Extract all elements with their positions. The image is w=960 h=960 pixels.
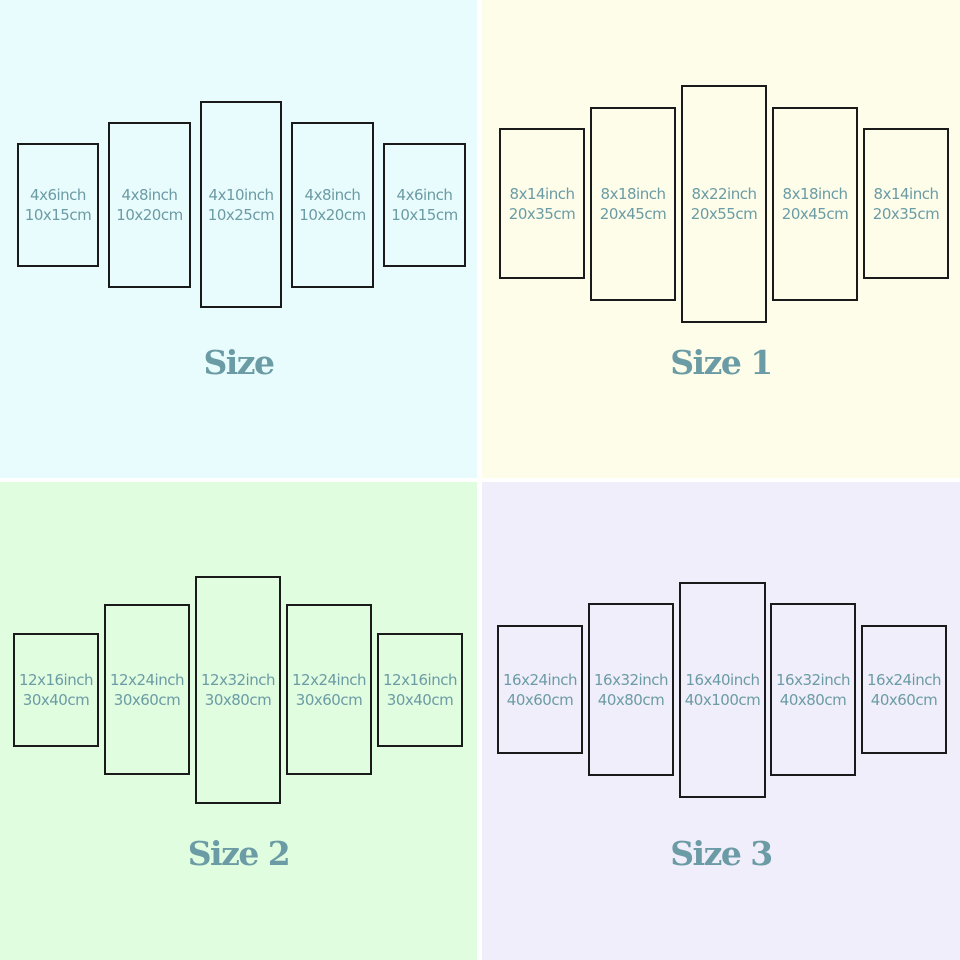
panel-cm-label: 20x35cm [508, 204, 576, 223]
canvas-panel: 16x40inch 40x100cm [679, 582, 766, 798]
panel-cm-label: 30x40cm [386, 691, 454, 709]
panel-inch-label: 12x32inch [201, 671, 275, 689]
panel-inch-label: 8x22inch [691, 185, 757, 203]
size-chart-quadrant: 4x6inch 10x15cm 4x8inch 10x20cm 4x10inch… [0, 0, 477, 478]
size-title: Size [203, 343, 275, 382]
panel-inch-label: 8x14inch [873, 184, 939, 203]
canvas-panel: 4x6inch 10x15cm [17, 143, 99, 267]
size-title: Size 1 [670, 343, 773, 382]
panel-inch-label: 16x32inch [776, 670, 850, 689]
canvas-panel: 16x24inch 40x60cm [497, 625, 583, 754]
panel-cm-label: 10x20cm [299, 206, 366, 224]
size-chart-quadrant: 8x14inch 20x35cm 8x18inch 20x45cm 8x22in… [482, 0, 960, 478]
panel-cm-label: 40x60cm [870, 690, 938, 709]
panel-cm-label: 40x60cm [506, 690, 574, 709]
panel-inch-label: 4x8inch [121, 186, 178, 204]
panel-cm-label: 10x20cm [116, 206, 183, 224]
canvas-panel: 8x18inch 20x45cm [772, 107, 858, 301]
canvas-panel: 8x14inch 20x35cm [499, 128, 585, 279]
panel-inch-label: 12x16inch [383, 671, 457, 689]
panel-cm-label: 10x25cm [207, 205, 275, 224]
canvas-panel: 16x32inch 40x80cm [588, 603, 674, 776]
panel-cm-label: 40x100cm [684, 691, 761, 709]
canvas-panel: 12x24inch 30x60cm [286, 604, 372, 775]
panel-cm-label: 30x60cm [295, 690, 363, 709]
canvas-panel: 8x14inch 20x35cm [863, 128, 949, 279]
panel-inch-label: 12x24inch [110, 670, 184, 689]
canvas-panel: 12x32inch 30x80cm [195, 576, 281, 804]
panel-inch-label: 4x6inch [396, 186, 453, 204]
panel-inch-label: 16x40inch [685, 671, 760, 689]
panel-cm-label: 30x40cm [22, 691, 90, 709]
panel-cm-label: 20x45cm [781, 205, 849, 223]
panel-inch-label: 8x18inch [600, 185, 666, 203]
panel-cm-label: 10x15cm [24, 206, 92, 224]
panel-cm-label: 40x80cm [779, 690, 847, 709]
panel-cm-label: 20x45cm [599, 205, 667, 223]
panel-inch-label: 12x16inch [19, 671, 93, 689]
panel-inch-label: 8x18inch [782, 185, 848, 203]
panel-cm-label: 20x55cm [690, 205, 758, 223]
panel-inch-label: 4x8inch [304, 186, 361, 204]
size-chart-quadrant: 12x16inch 30x40cm 12x24inch 30x60cm 12x3… [0, 482, 477, 960]
panel-cm-label: 40x80cm [597, 690, 665, 709]
canvas-panel: 4x6inch 10x15cm [383, 143, 466, 267]
size-title: Size 3 [670, 834, 773, 873]
size-title: Size 2 [187, 834, 291, 873]
canvas-panel: 8x18inch 20x45cm [590, 107, 676, 301]
canvas-panel: 16x24inch 40x60cm [861, 625, 947, 754]
panel-inch-label: 16x24inch [867, 670, 941, 689]
panel-cm-label: 30x60cm [113, 690, 181, 709]
size-chart-quadrant: 16x24inch 40x60cm 16x32inch 40x80cm 16x4… [482, 482, 960, 960]
canvas-panel: 16x32inch 40x80cm [770, 603, 856, 776]
panel-cm-label: 10x15cm [391, 206, 458, 224]
panel-inch-label: 4x10inch [208, 185, 274, 204]
canvas-panel: 4x8inch 10x20cm [108, 122, 191, 288]
panel-inch-label: 8x14inch [509, 184, 575, 203]
canvas-panel: 12x16inch 30x40cm [13, 633, 99, 747]
panel-cm-label: 30x80cm [204, 691, 272, 709]
canvas-panel: 8x22inch 20x55cm [681, 85, 767, 323]
canvas-panel: 12x24inch 30x60cm [104, 604, 190, 775]
panel-inch-label: 16x24inch [503, 670, 577, 689]
panel-inch-label: 4x6inch [30, 186, 86, 204]
canvas-panel: 4x8inch 10x20cm [291, 122, 374, 288]
canvas-panel: 4x10inch 10x25cm [200, 101, 282, 308]
panel-inch-label: 12x24inch [292, 670, 366, 689]
canvas-panel: 12x16inch 30x40cm [377, 633, 463, 747]
panel-cm-label: 20x35cm [872, 204, 940, 223]
panel-inch-label: 16x32inch [594, 670, 668, 689]
